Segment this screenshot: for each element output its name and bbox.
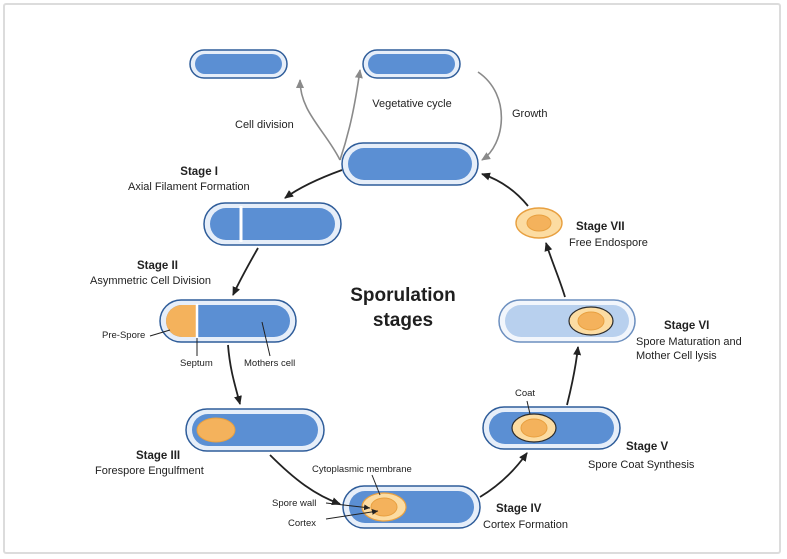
stage-4-name: Cortex Formation (483, 519, 568, 531)
growth-label: Growth (512, 108, 548, 120)
stage-7-name: Free Endospore (569, 237, 648, 249)
arrow-stage-5-to-6 (566, 346, 582, 406)
vegetative-mature-cell (341, 142, 479, 186)
growth-arrow (477, 71, 503, 161)
vegetative-daughter-cell-right (362, 49, 461, 79)
coat-label: Coat (515, 388, 536, 399)
stage-3-number: Stage III (136, 450, 181, 462)
leader-coat (526, 400, 531, 415)
stage-4-number: Stage IV (496, 503, 542, 515)
cell-division-arrow-left (296, 79, 341, 161)
stage-5-cell (482, 406, 621, 450)
septum-label: Septum (180, 358, 213, 369)
stage-2-number: Stage II (137, 260, 178, 272)
leader-pre-spore (149, 329, 171, 337)
arrow-stage-4-to-5 (479, 452, 528, 498)
stage-1-number: Stage I (180, 166, 218, 178)
arrow-stage-2-to-3 (227, 344, 242, 405)
cytoplasmic-membrane-label: Cytoplasmic membrane (312, 464, 412, 475)
stage-5-number: Stage V (626, 441, 669, 453)
arrow-stage-6-to-7 (544, 242, 566, 298)
stage-1-cell (203, 202, 342, 246)
stage-7-number: Stage VII (576, 221, 625, 233)
stage-4-cell (342, 485, 481, 529)
diagram-title: Sporulation stages (350, 285, 456, 331)
leader-cortex (325, 508, 379, 520)
arrow-stage-3-to-4 (269, 454, 341, 506)
stage-6-number: Stage VI (664, 320, 710, 332)
stage-2-name: Asymmetric Cell Division (90, 275, 212, 287)
cortex-label: Cortex (288, 518, 316, 529)
stage-3-cell (185, 408, 325, 452)
stage-1-name: Axial Filament Formation (128, 181, 250, 193)
stage-2-cell (159, 299, 297, 343)
stage-7-endospore (515, 207, 563, 239)
pre-spore-label: Pre-Spore (102, 330, 146, 341)
spore-wall-label: Spore wall (272, 498, 317, 509)
mothers-cell-label: Mothers cell (244, 358, 296, 369)
arrow-stage-7-to-veg (481, 172, 529, 207)
stage-6-cell (498, 299, 636, 343)
vegetative-cycle-label: Vegetative cycle (372, 98, 452, 110)
leader-mothers-cell (261, 321, 271, 357)
stage-6-name: Spore Maturation and Mother Cell lysis (636, 336, 742, 362)
stage-3-name: Forespore Engulfment (95, 465, 204, 477)
leader-cytoplasmic-membrane (371, 474, 381, 496)
arrow-veg-to-stage-1 (284, 169, 343, 199)
cell-division-arrow-right (339, 69, 363, 161)
arrow-stage-1-to-2 (232, 247, 259, 296)
stage-5-name: Spore Coat Synthesis (588, 459, 695, 471)
leader-spore-wall (325, 502, 371, 511)
cell-division-label: Cell division (235, 119, 294, 131)
vegetative-daughter-cell-left (189, 49, 288, 79)
